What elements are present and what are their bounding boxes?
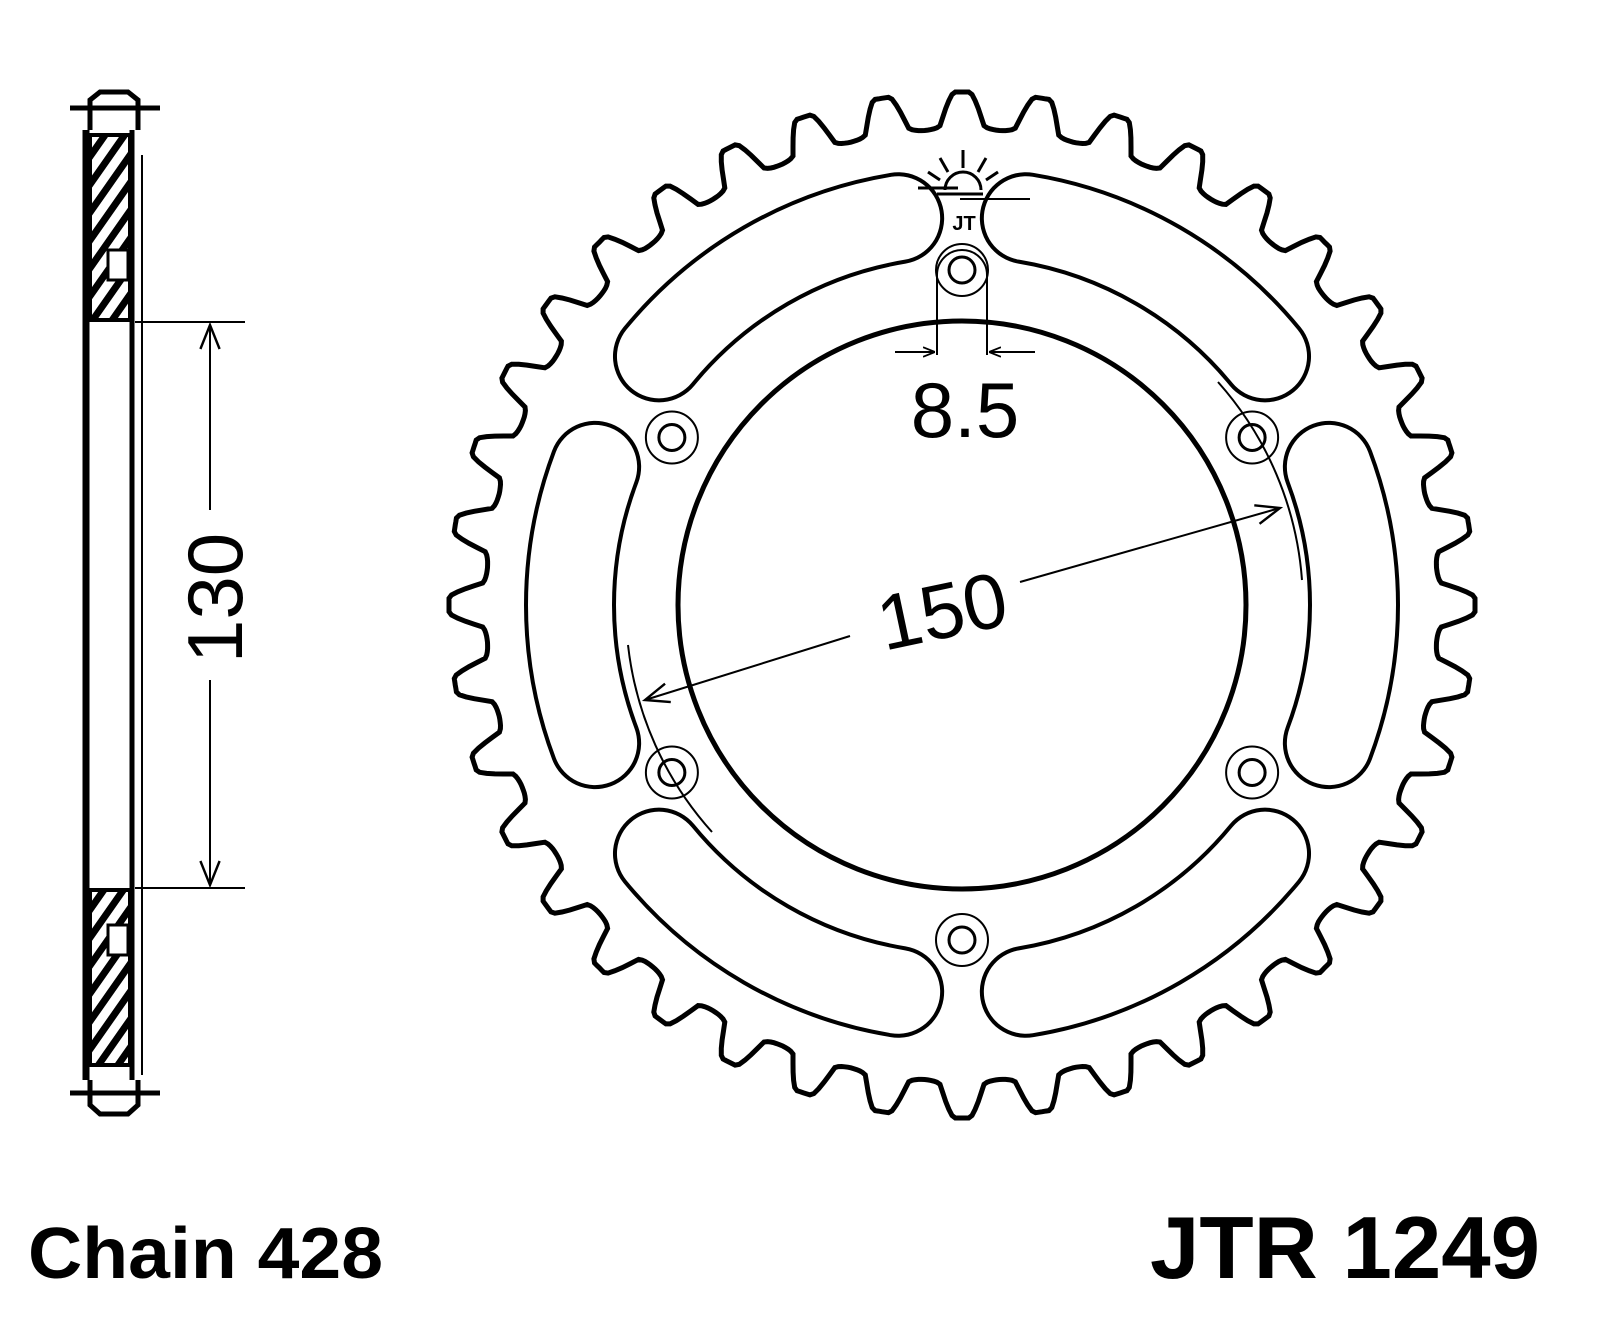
bolt-hole [644,410,699,465]
bolt-hole-dimension [895,249,1035,355]
bolt-hole [947,255,977,285]
bolt-hole-dimension-label: 8.5 [911,366,1019,454]
bolt-holes [644,243,1280,967]
bolt-hole [1237,423,1267,452]
center-bore [675,318,1249,892]
bolt-hole [947,925,977,955]
sprocket-teeth-outline [446,89,1478,1121]
lightening-slots [524,172,1400,1038]
bolt-hole [1225,410,1280,465]
sprocket [446,89,1478,1121]
bolt-hole [657,423,687,452]
lightening-slot [616,176,941,399]
svg-text:JT: JT [952,213,975,235]
pcd-dimension [627,381,1303,833]
lightening-slot [1286,424,1396,786]
jt-logo-icon: JT [918,150,1030,235]
pcd-dimension-label: 150 [869,554,1015,667]
bolt-hole [935,243,989,297]
bolt-hole [1225,745,1280,800]
lightening-slot [983,811,1308,1034]
part-number-label: JTR 1249 [1150,1198,1540,1297]
bolt-hole [935,913,989,967]
side-view [70,89,245,1117]
lightening-slot [983,176,1308,399]
center-bore-dimension: 130 [171,533,259,663]
chain-size-label: Chain 428 [28,1214,383,1294]
lightening-slot [616,811,941,1034]
bolt-hole [1237,758,1267,787]
bolt-hole [657,758,687,787]
bolt-hole [644,745,699,800]
lightening-slot [528,424,638,786]
